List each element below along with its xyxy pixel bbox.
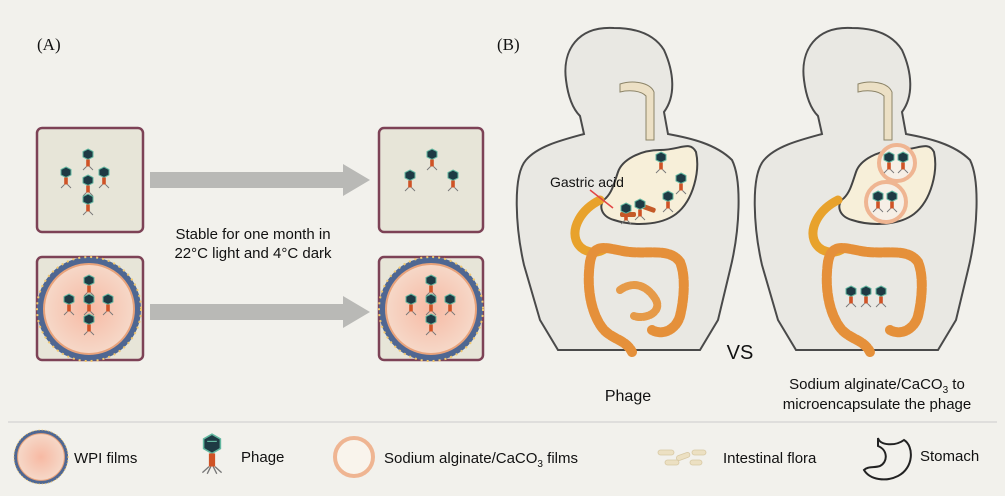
alginate-film-icon — [333, 436, 375, 478]
stomach-icon — [862, 437, 912, 481]
free-phage-box-before — [35, 126, 145, 234]
legend-stomach-label: Stomach — [920, 448, 979, 465]
legend-sodium-tail: films — [543, 450, 578, 467]
legend-sodium-main: Sodium alginate/CaCO — [384, 450, 537, 467]
right-caption-sub: 3 — [943, 385, 949, 396]
right-caption-tail: to — [948, 376, 965, 393]
legend-sodium-sub: 3 — [537, 459, 543, 470]
right-caption-main: Sodium alginate/CaCO — [789, 376, 942, 393]
intestinal-flora-icon — [657, 449, 707, 466]
stability-text-line2: 22°C light and 4°C dark — [174, 245, 332, 262]
free-phage-box-after — [377, 126, 485, 234]
panel-b-label: (B) — [497, 35, 520, 54]
legend-wpi-label: WPI films — [74, 450, 137, 467]
body-right — [753, 26, 978, 357]
stability-text-line1: Stable for one month in — [175, 226, 330, 243]
right-caption-line1: Sodium alginate/CaCO3 to — [789, 376, 965, 396]
wpi-film-icon — [13, 429, 69, 485]
encapsulated-box-after — [377, 255, 485, 362]
right-caption-line2: microencapsulate the phage — [783, 396, 971, 413]
legend: WPI films Phage Sodium alginate/CaCO3 fi… — [13, 429, 979, 485]
legend-sodium-label: Sodium alginate/CaCO3 films — [384, 450, 578, 470]
arrow-icon — [150, 164, 370, 196]
legend-phage-label: Phage — [241, 449, 284, 466]
panel-a-label: (A) — [37, 35, 61, 54]
phage-icon — [201, 433, 223, 475]
arrow-icon — [150, 296, 370, 328]
encapsulated-box-before — [35, 255, 145, 362]
left-caption: Phage — [605, 388, 651, 405]
gastric-acid-label: Gastric acid — [550, 174, 624, 190]
legend-flora-label: Intestinal flora — [723, 450, 817, 467]
vs-label: VS — [727, 342, 754, 364]
body-left — [515, 26, 740, 357]
